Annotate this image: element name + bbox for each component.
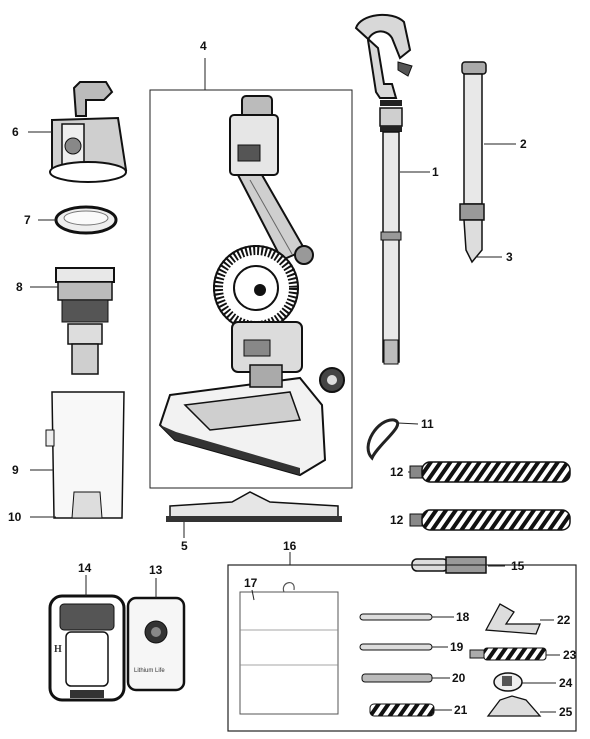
label-17: 17 (244, 576, 258, 590)
label-3: 3 (506, 250, 513, 264)
charger-logo-text: H (54, 644, 62, 655)
label-7: 7 (24, 213, 31, 227)
label-14: 14 (78, 561, 92, 575)
label-21: 21 (454, 703, 468, 717)
label-10: 10 (8, 510, 22, 524)
label-25: 25 (559, 705, 573, 719)
label-13: 13 (149, 563, 163, 577)
label-15: 15 (511, 559, 525, 573)
label-22: 22 (557, 613, 571, 627)
cyclone-separator-part (30, 267, 115, 375)
label-1: 1 (432, 165, 439, 179)
label-9: 9 (12, 463, 19, 477)
label-2: 2 (520, 137, 527, 151)
label-20: 20 (452, 671, 466, 685)
label-8: 8 (16, 280, 23, 294)
dust-bin-part (30, 391, 125, 519)
filter-ring-part (38, 205, 118, 235)
handle-part (354, 13, 430, 365)
label-19: 19 (450, 640, 464, 654)
label-6: 6 (12, 125, 19, 139)
squeegee-part (166, 491, 342, 538)
label-4: 4 (200, 39, 207, 53)
brushroll-parts (408, 461, 571, 531)
belt-part (366, 418, 419, 461)
label-18: 18 (456, 610, 470, 624)
label-5: 5 (181, 539, 188, 553)
label-12b: 12 (390, 513, 404, 527)
battery-part (126, 578, 186, 692)
charger-part (48, 575, 126, 702)
accessory-kit-box (227, 552, 577, 732)
label-12a: 12 (390, 465, 404, 479)
cyclone-top-part (28, 81, 128, 183)
main-unit-assembly (149, 58, 353, 489)
label-24: 24 (559, 676, 573, 690)
label-23: 23 (563, 648, 577, 662)
wand-part (459, 61, 516, 264)
label-11: 11 (421, 417, 434, 431)
label-16: 16 (283, 539, 297, 553)
battery-brand-text: Lithium Life (134, 668, 165, 674)
